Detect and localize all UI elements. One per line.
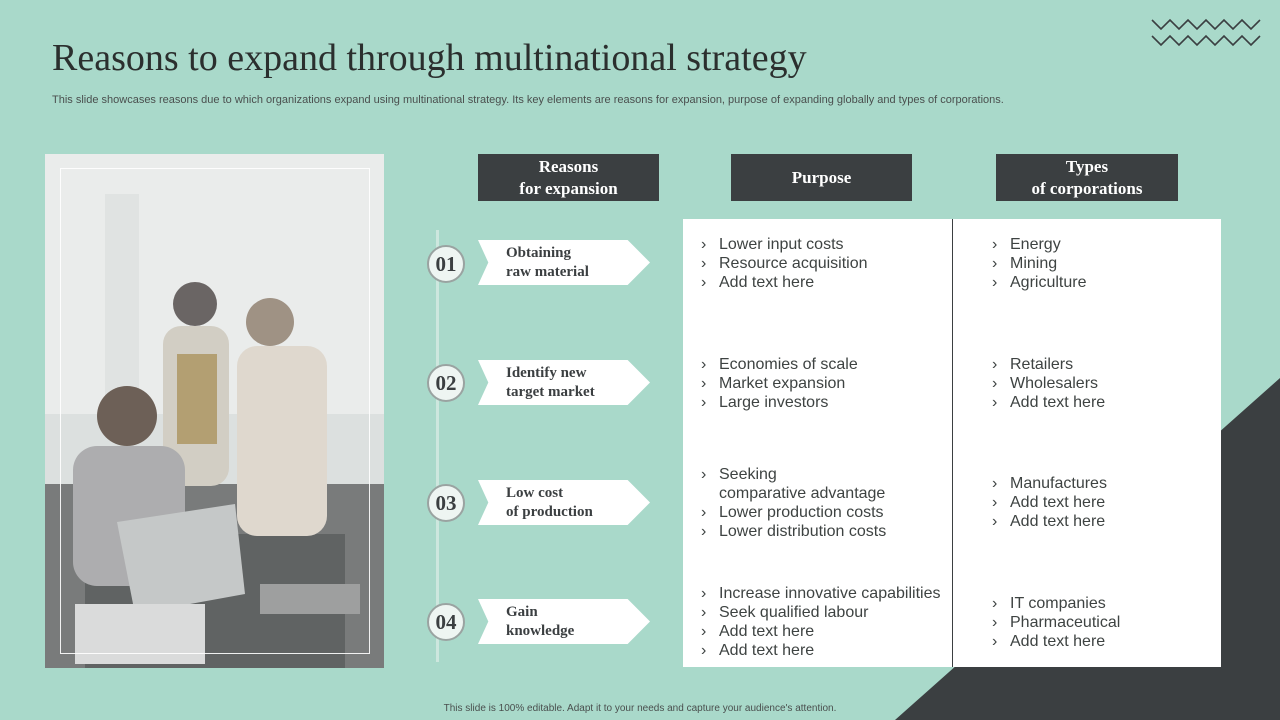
types-list: ›Energy ›Mining ›Agriculture: [992, 235, 1086, 292]
types-list: ›IT companies ›Pharmaceutical ›Add text …: [992, 594, 1120, 651]
list-item: ›Wholesalers: [992, 375, 1099, 392]
panel-divider: [952, 219, 953, 667]
types-list: ›Retailers ›Wholesalers ›Add text here: [992, 355, 1105, 412]
step-number: 02: [427, 364, 465, 402]
types-list: ›Manufactures ›Add text here ›Add text h…: [992, 474, 1107, 531]
list-item: ›Lower input costs: [701, 236, 844, 253]
purpose-list: ›Lower input costs ›Resource acquisition…: [701, 235, 868, 292]
list-item: ›Increase innovative capabilities: [701, 585, 941, 602]
list-item: ›Market expansion: [701, 375, 846, 392]
step-number: 04: [427, 603, 465, 641]
list-item: ›Seek qualified labour: [701, 604, 869, 621]
list-item: ›Pharmaceutical: [992, 614, 1121, 631]
list-item: ›Add text here: [992, 394, 1106, 411]
list-item: ›Manufactures: [992, 475, 1107, 492]
list-item: ›Add text here: [992, 513, 1106, 530]
team-meeting-photo: [45, 154, 384, 668]
list-item: ›Mining: [992, 255, 1058, 272]
purpose-list: ›Increase innovative capabilities ›Seek …: [701, 584, 940, 660]
list-item: ›Agriculture: [992, 274, 1087, 291]
step-number: 03: [427, 484, 465, 522]
step-number: 01: [427, 245, 465, 283]
slide-footer: This slide is 100% editable. Adapt it to…: [443, 703, 837, 714]
slide-subtitle: This slide showcases reasons due to whic…: [52, 94, 1004, 106]
list-item: ›Energy: [992, 236, 1061, 253]
list-item: ›Add text here: [992, 633, 1106, 650]
zigzag-lines-icon: [1151, 18, 1261, 47]
list-item: ›Add text here: [992, 494, 1106, 511]
list-item: ›Economies of scale: [701, 356, 858, 373]
list-item: ›Add text here: [701, 642, 815, 659]
reason-label: Low cost of production: [478, 480, 650, 525]
photo-frame-border: [60, 168, 370, 654]
timeline-line: [436, 230, 439, 662]
reason-label: Identify new target market: [478, 360, 650, 405]
list-item: ›IT companies: [992, 595, 1106, 612]
list-item: ›Large investors: [701, 394, 829, 411]
list-item: ›Resource acquisition: [701, 255, 868, 272]
header-types: Types of corporations: [996, 154, 1178, 201]
list-item: ›Add text here: [701, 274, 815, 291]
slide-title: Reasons to expand through multinational …: [52, 37, 807, 79]
purpose-list: ›Economies of scale ›Market expansion ›L…: [701, 355, 858, 412]
list-item: ›Add text here: [701, 623, 815, 640]
list-item: ›Lower distribution costs: [701, 523, 887, 540]
purpose-list: ›Seeking comparative advantage ›Lower pr…: [701, 465, 886, 541]
list-item: ›Retailers: [992, 356, 1074, 373]
header-reasons: Reasons for expansion: [478, 154, 659, 201]
header-purpose: Purpose: [731, 154, 912, 201]
reason-label: Gain knowledge: [478, 599, 650, 644]
list-item: ›Seeking comparative advantage: [701, 466, 886, 502]
reason-label: Obtaining raw material: [478, 240, 650, 285]
list-item: ›Lower production costs: [701, 504, 884, 521]
